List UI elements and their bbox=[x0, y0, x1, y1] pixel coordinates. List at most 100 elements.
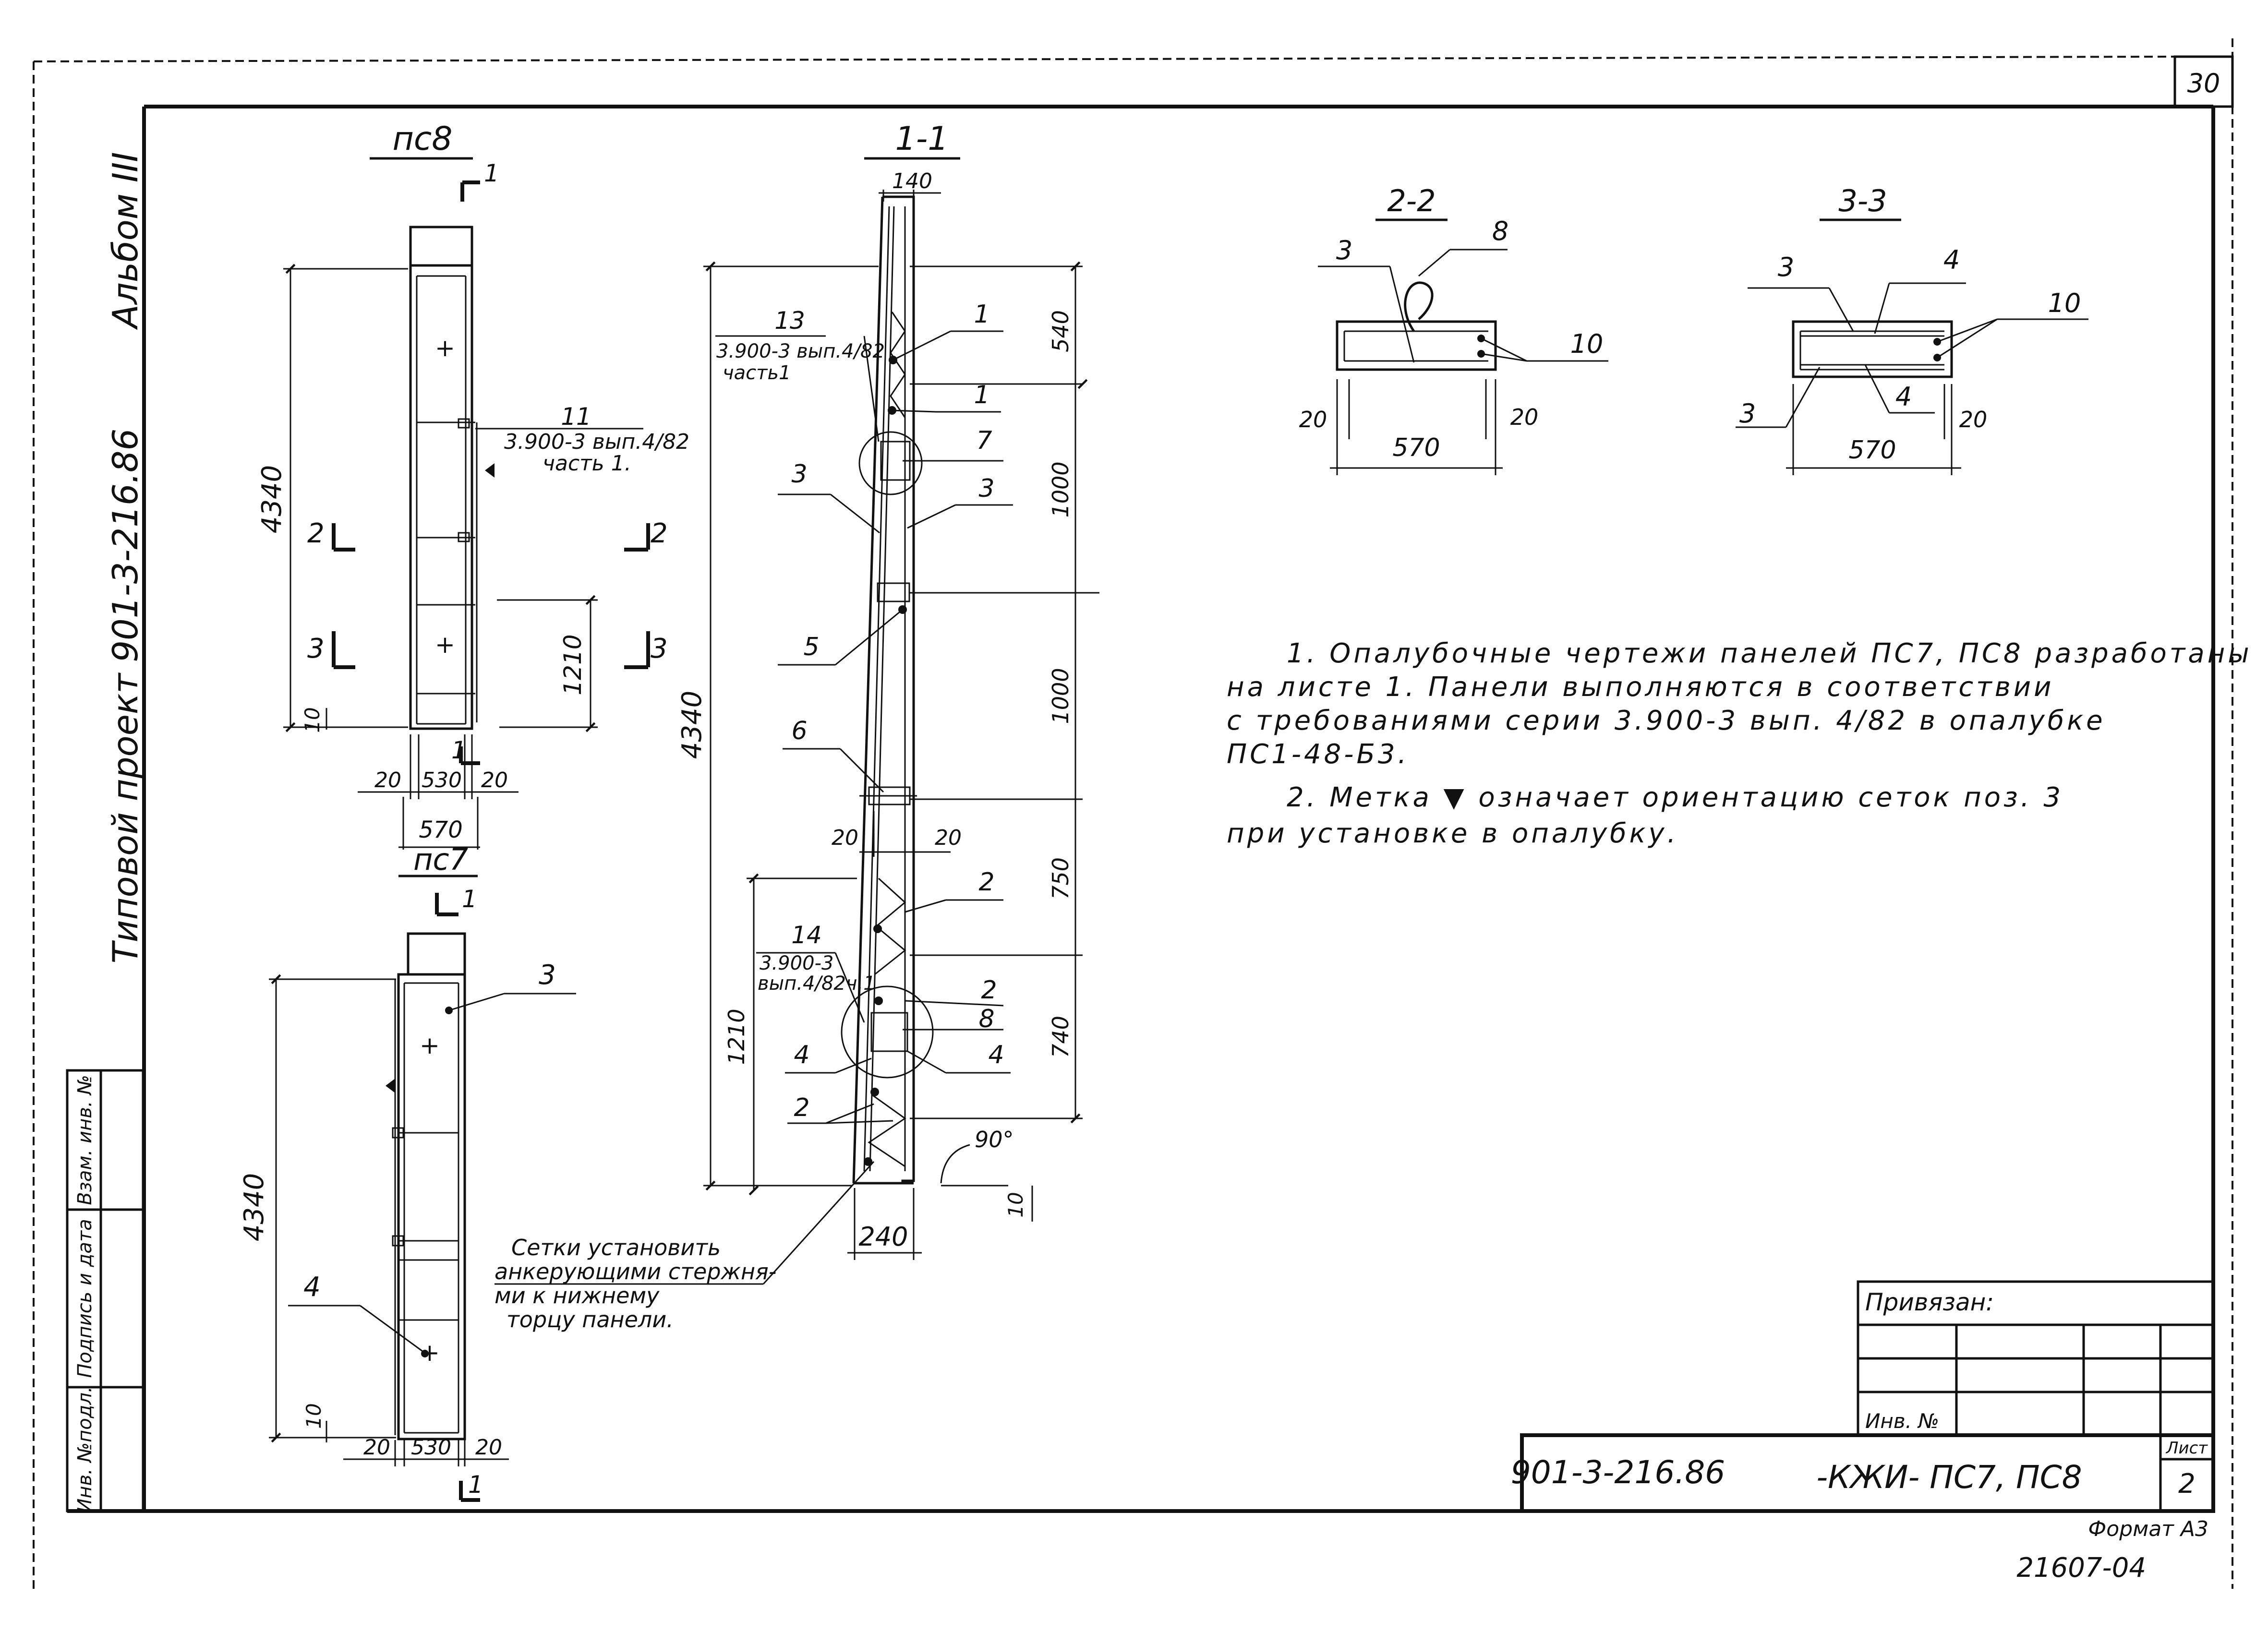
s11-dim-1000b: 1000 bbox=[1048, 668, 1074, 724]
pc8-sec1-top: 1 bbox=[484, 159, 499, 187]
project-label: Типовой проект 901-3-216.86 bbox=[105, 429, 145, 964]
s11-callout-3-right: 3 bbox=[978, 474, 994, 503]
pc8-sec2-left: 2 bbox=[307, 518, 325, 549]
side-stamp: Инв. №подл. Подпись и дата Взам. инв. № bbox=[66, 1069, 145, 1513]
pc8-w-right: 20 bbox=[481, 768, 508, 792]
s33-pos-3-bottom: 3 bbox=[1739, 398, 1756, 429]
note-line-2: на листе 1. Панели выполняются в соответ… bbox=[1227, 672, 2054, 703]
pc8-dim-10: 10 bbox=[301, 707, 324, 732]
s11-callout-2c: 2 bbox=[794, 1093, 809, 1122]
s11-note14-line2: вып.4/82ч.1 bbox=[758, 972, 876, 995]
note-line-6: при установке в опалубку. bbox=[1227, 818, 1678, 849]
s11-callout-1a: 1 bbox=[974, 300, 989, 329]
s11-callout-8: 8 bbox=[978, 1005, 994, 1033]
pc7-pos-3: 3 bbox=[539, 960, 556, 991]
s33-pos-4-top: 4 bbox=[1943, 245, 1960, 275]
pc8-sec2-right: 2 bbox=[651, 518, 668, 549]
s22-pos-3: 3 bbox=[1336, 235, 1352, 265]
pc7-title: пс7 bbox=[413, 842, 468, 877]
mesh-note-line3: ми к нижнему bbox=[495, 1283, 660, 1308]
s11-callout-6: 6 bbox=[791, 717, 807, 745]
section-2-2: 2-2 3 8 10 570 20 20 bbox=[1299, 183, 1608, 475]
s22-pos-10: 10 bbox=[1570, 329, 1604, 359]
general-notes: 1. Опалубочные чертежи панелей ПС7, ПС8 … bbox=[1227, 638, 2252, 849]
s33-title: 3-3 bbox=[1838, 183, 1887, 218]
stamp-sign: Подпись и дата bbox=[74, 1219, 96, 1378]
s11-callout-4-right: 4 bbox=[988, 1041, 1004, 1069]
archive-number: 21607-04 bbox=[2016, 1552, 2146, 1584]
note-line-4: ПС1-48-Б3. bbox=[1227, 739, 1409, 770]
pc8-height-dim: 4340 bbox=[256, 465, 288, 534]
s11-dim-740: 740 bbox=[1048, 1016, 1074, 1058]
tb-bound-label: Привязан: bbox=[1865, 1288, 1994, 1316]
s33-pos-3-top: 3 bbox=[1778, 252, 1794, 282]
pc7-w-left: 20 bbox=[363, 1435, 390, 1460]
pc8-w-total: 570 bbox=[419, 816, 463, 843]
s11-note13-line2: часть1 bbox=[723, 362, 791, 384]
s11-callout-3-left: 3 bbox=[791, 460, 807, 489]
s11-title: 1-1 bbox=[895, 120, 948, 158]
s11-note13-line1: 3.900-3 вып.4/82 bbox=[716, 340, 885, 362]
s11-dim-1210: 1210 bbox=[724, 1008, 749, 1065]
pc7-pos-4: 4 bbox=[303, 1272, 321, 1303]
s11-dim-540: 540 bbox=[1048, 310, 1074, 352]
pc8-title: пс8 bbox=[392, 120, 452, 158]
s11-callout-7: 7 bbox=[976, 426, 992, 455]
s11-callout-1b: 1 bbox=[974, 381, 989, 409]
pc8-dim-1210: 1210 bbox=[559, 634, 587, 695]
pc8-sec3-right: 3 bbox=[651, 633, 668, 664]
pc7-sec1-top: 1 bbox=[462, 885, 477, 913]
s11-dim-10: 10 bbox=[1004, 1192, 1027, 1217]
pc8-note-line1: 3.900-3 вып.4/82 bbox=[504, 430, 689, 454]
s11-n13: 13 bbox=[774, 307, 805, 335]
pc7-w-right: 20 bbox=[475, 1435, 502, 1460]
s33-pos-10: 10 bbox=[2048, 288, 2081, 318]
note-line-5: 2. Метка ▼ означает ориентацию сеток поз… bbox=[1287, 782, 2063, 813]
mesh-note-line4: торцу панели. bbox=[507, 1307, 674, 1332]
s11-callout-4-left: 4 bbox=[794, 1041, 809, 1069]
s11-height-dim: 4340 bbox=[676, 691, 708, 759]
pc7-height-dim: 4340 bbox=[239, 1173, 270, 1242]
pc7-centre-mark-1: + bbox=[420, 1032, 440, 1059]
tb-sheet-value: 2 bbox=[2178, 1468, 2196, 1500]
s11-top-width: 140 bbox=[892, 169, 932, 193]
title-block: Привязан: Инв. № 901-3-216.86 -КЖИ- ПС7,… bbox=[1511, 1280, 2215, 1513]
section-3-3: 3-3 3 4 10 3 4 570 20 bbox=[1736, 183, 2088, 475]
pc8-w-left: 20 bbox=[374, 768, 401, 792]
mesh-note-line1: Сетки установить bbox=[511, 1235, 721, 1260]
note-line-3: с требованиями серии 3.900-3 вып. 4/82 в… bbox=[1227, 705, 2106, 736]
s11-w-left: 20 bbox=[832, 826, 858, 850]
sheet-number-box: 30 bbox=[2173, 55, 2234, 108]
pc8-note-num: 11 bbox=[561, 403, 591, 431]
format-label: Формат А3 bbox=[2088, 1517, 2208, 1541]
pc7-dim-10: 10 bbox=[302, 1403, 326, 1428]
s11-w-right: 20 bbox=[935, 826, 962, 850]
s22-pos-8: 8 bbox=[1492, 216, 1508, 246]
pc8-w-mid: 530 bbox=[422, 768, 462, 792]
view-pc8: пс8 + + 1 1 2 2 3 bbox=[256, 120, 689, 850]
s22-left-20: 20 bbox=[1299, 407, 1327, 432]
pc8-note-line2: часть 1. bbox=[543, 451, 631, 476]
view-pc7: пс7 + + 1 1 3 4 4 bbox=[239, 842, 576, 1502]
tb-doc: -КЖИ- ПС7, ПС8 bbox=[1816, 1459, 2082, 1496]
s11-dim-1000a: 1000 bbox=[1048, 461, 1074, 517]
tb-inv-label: Инв. № bbox=[1865, 1409, 1939, 1433]
pc8-centre-mark-1: + bbox=[435, 334, 455, 362]
stamp-inv: Инв. №подл. bbox=[74, 1386, 96, 1512]
s22-width: 570 bbox=[1392, 433, 1440, 462]
s22-right-20: 20 bbox=[1510, 404, 1539, 430]
s11-dim-750: 750 bbox=[1048, 857, 1074, 900]
mesh-note: Сетки установить анкерующими стержня- ми… bbox=[495, 1161, 875, 1332]
mesh-note-line2: анкерующими стержня- bbox=[495, 1259, 776, 1284]
note-line-1: 1. Опалубочные чертежи панелей ПС7, ПС8 … bbox=[1287, 638, 2252, 669]
stamp-replace: Взам. инв. № bbox=[74, 1075, 96, 1205]
s11-bottom-width: 240 bbox=[858, 1222, 908, 1252]
s11-callout-2b: 2 bbox=[981, 976, 997, 1005]
tb-code: 901-3-216.86 bbox=[1511, 1454, 1725, 1491]
s11-callout-5: 5 bbox=[803, 633, 819, 661]
s33-width: 570 bbox=[1848, 436, 1896, 465]
pc7-sec1-bottom: 1 bbox=[468, 1471, 483, 1499]
pc8-centre-mark-2: + bbox=[435, 631, 455, 659]
s11-note14-line1: 3.900-3 bbox=[760, 952, 833, 974]
